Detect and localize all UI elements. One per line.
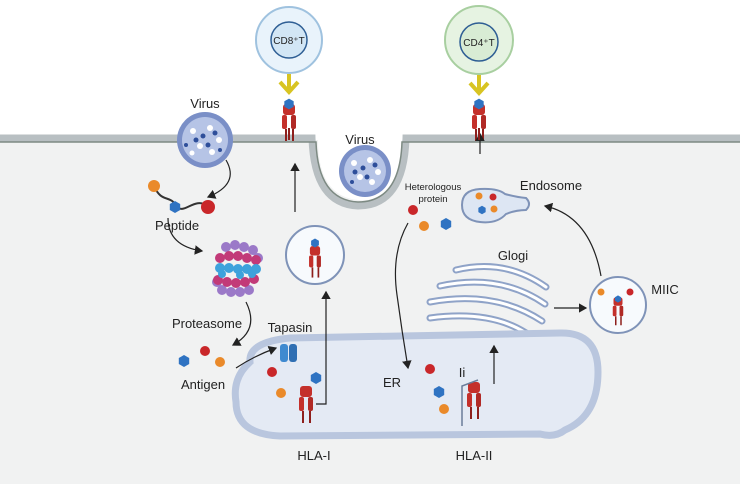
proteasome-icon <box>212 240 263 297</box>
cd4-label: CD4⁺T <box>463 38 494 49</box>
er-hetero-dots <box>425 364 449 414</box>
proteasome-label: Proteasome <box>172 316 242 331</box>
virus-icon-mid <box>339 145 391 197</box>
miic-label: MIIC <box>651 282 678 297</box>
tapasin-label: Tapasin <box>268 320 313 335</box>
peptide-label: Peptide <box>155 218 199 233</box>
heterologous-label-line2: protein <box>418 194 447 205</box>
hla-i-stem-line <box>288 128 480 140</box>
cell-membrane <box>0 134 740 210</box>
antigen-label: Antigen <box>181 377 225 392</box>
ii-label: Ii <box>459 365 466 380</box>
heterologous-protein-icon <box>408 205 452 231</box>
virus-mid-label: Virus <box>345 132 375 147</box>
tcr-cd8 <box>278 74 300 95</box>
hla-ii-label: HLA-II <box>456 448 493 463</box>
golgi-icon-inner <box>428 264 548 335</box>
miic-vesicle <box>589 276 647 334</box>
antigen-icon <box>178 346 225 367</box>
tcr-cd4 <box>468 75 490 96</box>
tapasin-icon <box>280 344 297 362</box>
arrows <box>167 132 602 405</box>
endosome-icon <box>460 187 530 224</box>
golgi-label: Glogi <box>498 248 528 263</box>
hla-i-label: HLA-I <box>297 448 330 463</box>
cell-membrane-edge <box>0 141 740 203</box>
cd8-label: CD8⁺T <box>273 36 304 47</box>
cd4-t-cell: CD4⁺T <box>444 5 514 75</box>
virus-left-label: Virus <box>190 96 220 111</box>
er-label: ER <box>383 375 401 390</box>
invariant-chain-icon <box>461 379 479 426</box>
heterologous-label-line1: Heterologous <box>405 182 462 193</box>
peptide-icon <box>148 180 215 214</box>
endosome-label: Endosome <box>520 178 582 193</box>
hla-i-vesicle <box>285 225 345 285</box>
er-antigen-dots <box>267 367 322 398</box>
cd8-t-cell: CD8⁺T <box>255 6 323 74</box>
virus-icon <box>177 112 233 168</box>
